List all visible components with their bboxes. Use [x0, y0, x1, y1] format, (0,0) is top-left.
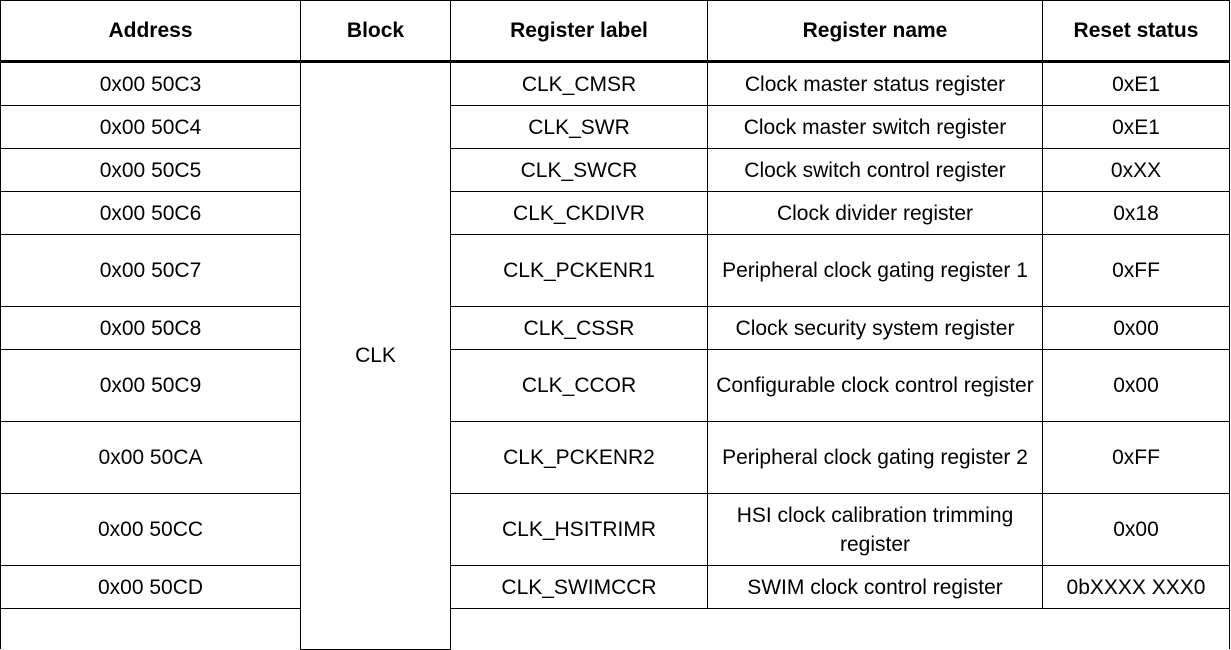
cell-reset-status: 0x18 — [1042, 191, 1230, 235]
cell-register-label: CLK_CCOR — [450, 349, 708, 422]
cell-register-label: CLK_PCKENR1 — [450, 234, 708, 307]
cell-address: 0x00 50C9 — [0, 349, 301, 422]
cell-address: 0x00 50C5 — [0, 148, 301, 192]
cell-register-name: Clock master switch register — [707, 105, 1043, 149]
cell-register-name: Clock switch control register — [707, 148, 1043, 192]
header-row: Address Block Register label Register na… — [0, 0, 1230, 63]
cell-reset-status: 0xXX — [1042, 148, 1230, 192]
cell-register-name: Peripheral clock gating register 2 — [707, 421, 1043, 494]
cell-register-label: CLK_SWR — [450, 105, 708, 149]
cell-reset-status: 0xE1 — [1042, 61, 1230, 106]
cell-register-name: Clock divider register — [707, 191, 1043, 235]
cell-address: 0x00 50CA — [0, 421, 301, 494]
cell-reset-status: 0xFF — [1042, 234, 1230, 307]
cell-register-name: Peripheral clock gating register 1 — [707, 234, 1043, 307]
cell-address: 0x00 50CD — [0, 565, 301, 609]
cell-register-name: HSI clock calibration trimming register — [707, 493, 1043, 566]
cell-reset-status: 0x00 — [1042, 493, 1230, 566]
cell-address: 0x00 50C6 — [0, 191, 301, 235]
cell-reset-status: 0xE1 — [1042, 105, 1230, 149]
cell-register-label: CLK_CKDIVR — [450, 191, 708, 235]
cell-register-label: CLK_CMSR — [450, 61, 708, 106]
header-register-label: Register label — [450, 0, 708, 63]
header-register-name: Register name — [707, 0, 1043, 63]
cell-register-name: Clock master status register — [707, 61, 1043, 106]
cell-reset-status: 0bXXXX XXX0 — [1042, 565, 1230, 609]
cell-address: 0x00 50C8 — [0, 306, 301, 350]
cell-register-name: Clock security system register — [707, 306, 1043, 350]
cell-address: 0x00 50CC — [0, 493, 301, 566]
cell-rest-empty — [450, 608, 1230, 649]
cell-block: CLK — [300, 61, 451, 650]
cell-register-label: CLK_SWIMCCR — [450, 565, 708, 609]
cell-reset-status: 0x00 — [1042, 306, 1230, 350]
table-header: Address Block Register label Register na… — [0, 0, 1230, 63]
header-block: Block — [300, 0, 451, 63]
cell-register-label: CLK_HSITRIMR — [450, 493, 708, 566]
header-address: Address — [0, 0, 301, 63]
cell-address: 0x00 50C4 — [0, 105, 301, 149]
cell-reset-status: 0x00 — [1042, 349, 1230, 422]
cell-register-name: Configurable clock control register — [707, 349, 1043, 422]
cell-reset-status: 0xFF — [1042, 421, 1230, 494]
cell-register-label: CLK_SWCR — [450, 148, 708, 192]
cell-register-label: CLK_CSSR — [450, 306, 708, 350]
table-row-cutoff — [0, 608, 1230, 649]
cell-address-empty — [0, 608, 301, 649]
cell-address: 0x00 50C7 — [0, 234, 301, 307]
cell-register-name: SWIM clock control register — [707, 565, 1043, 609]
cell-address: 0x00 50C3 — [0, 61, 301, 106]
cell-register-label: CLK_PCKENR2 — [450, 421, 708, 494]
header-reset-status: Reset status — [1042, 0, 1230, 63]
